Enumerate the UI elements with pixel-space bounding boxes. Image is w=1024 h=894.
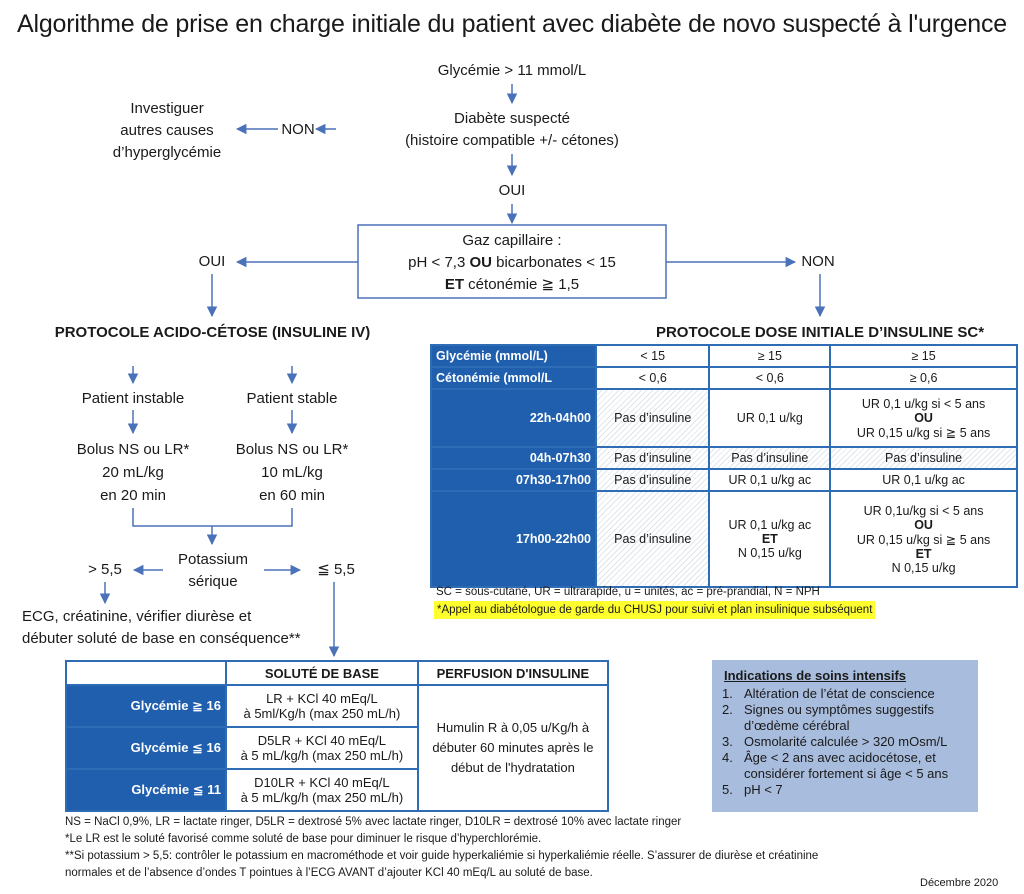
diabetologist-note: *Appel au diabétologue de garde du CHUSJ… [434,601,876,619]
table-row: 17h00-22h00 Pas d’insuline UR 0,1 u/kg a… [430,490,1018,588]
sc-protocol-heading: PROTOCOLE DOSE INITIALE D’INSULINE SC* [655,324,985,341]
table-row: Glycémie (mmol/L) < 15 ≥ 15 ≥ 15 [430,344,1018,368]
glycemia-start: Glycémie > 11 mmol/L [437,62,587,79]
row-label: Glycémie ≧ 16 [65,684,227,728]
page-title: Algorithme de prise en charge initiale d… [16,10,1007,38]
bolus-merge-line [132,508,293,527]
potassium-serique: Potassium sérique [177,551,249,590]
row-header-glycemia: Glycémie (mmol/L) [430,344,597,368]
intensive-care-panel: Indications de soins intensifs 1.Altérat… [712,660,978,812]
ecg-instructions: ECG, créatinine, vérifier diurèse et déb… [22,608,301,647]
table-row: 22h-04h00 Pas d’insuline UR 0,1 u/kg UR … [430,388,1018,448]
table-cell: UR 0,1 u/kg ac ET N 0,15 u/kg [708,490,832,588]
time-slot: 17h00-22h00 [430,490,597,588]
non-right-label: NON [801,253,835,270]
table-cell: D10LR + KCl 40 mEq/L à 5 mL/kg/h (max 25… [225,768,419,812]
sc-legend: SC = sous-cutané, UR = ultrarapide, u = … [436,586,820,598]
sc-insulin-table: Glycémie (mmol/L) < 15 ≥ 15 ≥ 15 Cétoném… [430,344,1018,588]
table-cell: < 15 [594,344,711,368]
table-cell: Pas d’insuline [708,446,832,470]
table-cell: Pas d’insuline [594,490,711,588]
table-row: Glycémie ≦ 11 D10LR + KCl 40 mEq/L à 5 m… [65,768,608,812]
list-item: 3.Osmolarité calculée > 320 mOsm/L [722,734,948,749]
time-slot: 22h-04h00 [430,388,597,448]
patient-stable: Patient stable [246,390,338,407]
row-header-ketonemia: Cétonémie (mmol/L [430,366,597,390]
table-cell: UR 0,1u/kg si < 5 ans OU UR 0,15 u/kg si… [829,490,1018,588]
acid-ketosis-table: SOLUTÉ DE BASE PERFUSION D'INSULINE Glyc… [65,660,610,812]
intensive-care-list: 1.Altération de l’état de conscience 2.S… [722,686,972,798]
table-cell: UR 0,1 u/kg [708,388,832,448]
row-label: Glycémie ≦ 16 [65,726,227,770]
table-cell: Pas d’insuline [594,468,711,492]
table-cell: < 0,6 [708,366,832,390]
table-row: 07h30-17h00 Pas d’insuline UR 0,1 u/kg a… [430,468,1018,492]
table-cell: ≥ 15 [708,344,832,368]
insulin-perfusion-cell: Humulin R à 0,05 u/Kg/h à débuter 60 min… [416,684,610,812]
investigate-other-causes: Investiguer autres causes d’hyperglycémi… [112,100,222,161]
table-cell: LR + KCl 40 mEq/L à 5ml/Kg/h (max 250 mL… [225,684,419,728]
table-row: Glycémie ≦ 16 D5LR + KCl 40 mEq/L à 5 mL… [65,726,608,770]
list-item: 5.pH < 7 [722,782,783,797]
diabetes-suspected: Diabète suspecté (histoire compatible +/… [405,110,619,149]
potassium-low-label: ≦ 5,5 [317,561,355,578]
list-item: 1.Altération de l’état de conscience [722,686,935,701]
bolus-stable: Bolus NS ou LR* 10 mL/kg en 60 min [235,441,349,504]
time-slot: 07h30-17h00 [430,468,597,492]
list-item: 4.Âge < 2 ans avec acidocétose, et consi… [722,750,949,781]
table-header: SOLUTÉ DE BASE [225,660,419,686]
gaz-box [357,224,667,299]
table-cell: UR 0,1 u/kg ac [829,468,1018,492]
bolus-unstable: Bolus NS ou LR* 20 mL/kg en 20 min [76,441,190,504]
table-row: Glycémie ≧ 16 LR + KCl 40 mEq/L à 5ml/Kg… [65,684,610,812]
table-cell: UR 0,1 u/kg ac [708,468,832,492]
table-cell: < 0,6 [594,366,711,390]
non-left-label: NON [281,121,315,138]
table-cell: UR 0,1 u/kg si < 5 ans OU UR 0,15 u/kg s… [829,388,1018,448]
table-cell: ≥ 0,6 [829,366,1018,390]
time-slot: 04h-07h30 [430,446,597,470]
table-cell: D5LR + KCl 40 mEq/L à 5 mL/kg/h (max 250… [225,726,419,770]
table-cell: Pas d’insuline [594,446,711,470]
oui-mid-label: OUI [498,182,526,199]
acid-protocol-heading: PROTOCOLE ACIDO-CÉTOSE (INSULINE IV) [54,324,371,341]
table-row: Cétonémie (mmol/L < 0,6 < 0,6 ≥ 0,6 [430,366,1018,390]
patient-unstable: Patient instable [81,390,185,407]
table-row: 04h-07h30 Pas d’insuline Pas d’insuline … [430,446,1018,470]
table-cell: Pas d’insuline [594,388,711,448]
table-row: SOLUTÉ DE BASE PERFUSION D'INSULINE [65,660,610,686]
table-header-blank [65,660,227,686]
footnotes: NS = NaCl 0,9%, LR = lactate ringer, D5L… [65,816,819,879]
gaz-capillaire-box: Gaz capillaire : pH < 7,3 OU bicarbonate… [408,232,616,293]
table-header: PERFUSION D'INSULINE [416,660,610,686]
oui-left-label: OUI [198,253,226,270]
document-date: Décembre 2020 [920,877,999,889]
list-item: 2.Signes ou symptômes suggestifs d’œdème… [722,702,935,733]
intensive-care-title: Indications de soins intensifs [724,668,907,683]
table-cell: ≥ 15 [829,344,1018,368]
potassium-high-label: > 5,5 [88,561,122,578]
row-label: Glycémie ≦ 11 [65,768,227,812]
table-cell: Pas d’insuline [829,446,1018,470]
